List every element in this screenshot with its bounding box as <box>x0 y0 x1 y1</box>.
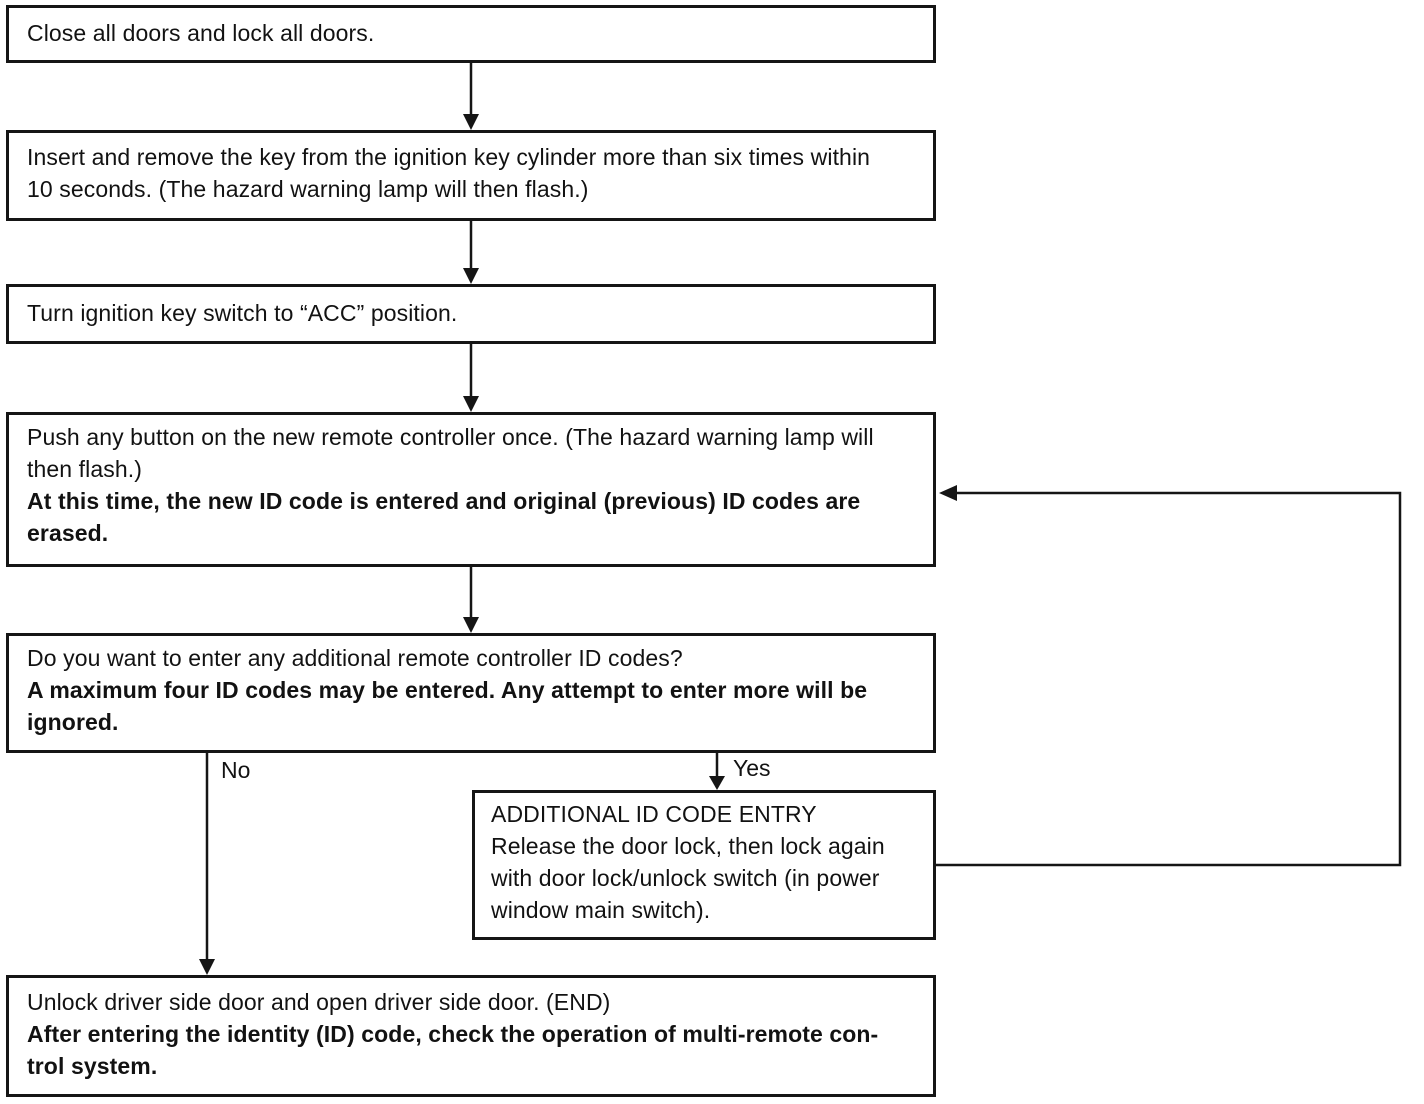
step-push-remote-button-note-line1: At this time, the new ID code is entered… <box>27 488 861 514</box>
step-close-doors-text: Close all doors and lock all doors. <box>27 20 375 46</box>
arrow-yes-branch-head <box>709 776 725 790</box>
branch-label-no: No <box>221 757 251 783</box>
step-additional-id-code-entry-text-line3: window main switch). <box>491 897 711 923</box>
step-additional-id-code-entry-text-line1: Release the door lock, then lock again <box>491 833 885 859</box>
step-additional-id-code-entry-box: ADDITIONAL ID CODE ENTRY Release the doo… <box>472 790 936 940</box>
arrow-close-to-insert-head <box>463 114 479 130</box>
arrow-insert-to-ignition-head <box>463 268 479 284</box>
arrow-push-to-question-head <box>463 617 479 633</box>
step-unlock-door-end-box: Unlock driver side door and open driver … <box>6 975 936 1097</box>
step-insert-key-text-line2: 10 seconds. (The hazard warning lamp wil… <box>27 176 589 202</box>
step-push-remote-button-note-line2: erased. <box>27 520 109 546</box>
arrow-no-branch-head <box>199 959 215 975</box>
decision-additional-id-codes-question: Do you want to enter any additional remo… <box>27 645 683 671</box>
step-insert-key-text-line1: Insert and remove the key from the ignit… <box>27 144 871 170</box>
step-push-remote-button-text-line1: Push any button on the new remote contro… <box>27 424 874 450</box>
step-unlock-door-end-note-line1: After entering the identity (ID) code, c… <box>27 1021 879 1047</box>
step-additional-id-code-entry-title: ADDITIONAL ID CODE ENTRY <box>491 801 817 827</box>
feedback-loop-line <box>936 491 1402 867</box>
step-insert-key-box: Insert and remove the key from the ignit… <box>6 130 936 221</box>
decision-additional-id-codes-note-line2: ignored. <box>27 709 119 735</box>
arrow-ignition-to-push-head <box>463 396 479 412</box>
branch-label-yes: Yes <box>733 755 771 781</box>
step-close-doors-box: Close all doors and lock all doors. <box>6 5 936 63</box>
step-unlock-door-end-note-line2: trol system. <box>27 1053 158 1079</box>
step-push-remote-button-text-line2: then flash.) <box>27 456 142 482</box>
step-turn-ignition-acc-box: Turn ignition key switch to “ACC” positi… <box>6 284 936 344</box>
step-unlock-door-end-text: Unlock driver side door and open driver … <box>27 989 611 1015</box>
feedback-loop-arrow-head <box>939 485 957 501</box>
decision-additional-id-codes-note-line1: A maximum four ID codes may be entered. … <box>27 677 868 703</box>
step-push-remote-button-box: Push any button on the new remote contro… <box>6 412 936 567</box>
decision-additional-id-codes-box: Do you want to enter any additional remo… <box>6 633 936 753</box>
step-turn-ignition-acc-text: Turn ignition key switch to “ACC” positi… <box>27 300 458 326</box>
step-additional-id-code-entry-text-line2: with door lock/unlock switch (in power <box>491 865 880 891</box>
